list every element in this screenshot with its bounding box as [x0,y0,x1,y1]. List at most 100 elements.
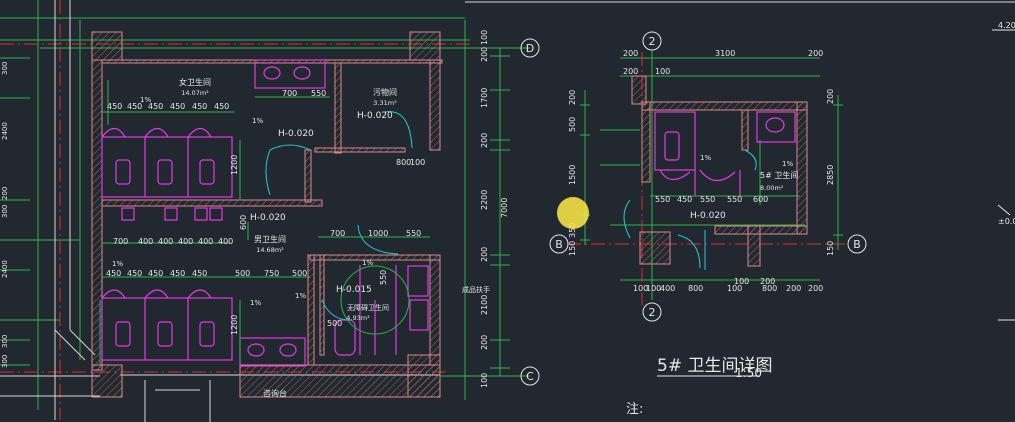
slope-5: 1% [250,299,261,307]
elevation-4: H-0.015 [336,285,372,295]
dimension-text: 2100 [480,295,489,315]
drawing-title-block: 5# 卫生间详图 1:50 注: [626,356,772,417]
dimension-text: 200 [808,284,823,293]
dimension-text: 200 [568,90,577,105]
cursor-highlight [557,197,589,229]
counter-label: 咨询台 [263,388,287,398]
dimension-text: 550 [700,195,715,204]
elevation-1: H-0.020 [278,129,314,139]
dimension-text: 200 [480,335,489,350]
dimension-text: 300 [1,355,9,368]
dimension-text: 400 [178,237,193,246]
dimension-text: 100 [646,284,661,293]
axis-label-d: D [526,42,534,55]
dimension-text: 450 [127,102,142,111]
dimension-text: 450 [148,102,163,111]
dimension-text: 750 [264,269,279,278]
dimension-text: 450 [106,269,121,278]
dimension-text: 1000 [368,229,388,238]
dimension-text: 200 [808,49,823,58]
accessible-room-name: 无障碍卫生间 [347,303,389,312]
dimension-text: 400 [138,237,153,246]
dimension-text: 150 [826,241,835,256]
slope-1: 1% [140,96,151,104]
dimension-text: 200 [826,89,835,104]
dimension-text: 600 [753,195,768,204]
dimension-text: 700 [330,229,345,238]
dimension-text: 200 [760,277,775,286]
dimension-text: 200 [480,47,489,62]
dimension-text: 800 [688,284,703,293]
axis-label-b-left: B [555,238,563,251]
janitor-room-name: 污物间 [373,87,397,97]
dimension-text: 100 [480,373,489,388]
mens-room-area: 14.68m² [256,246,284,254]
dimension-text: 100 [480,30,489,45]
right-slope-1: 1% [700,154,711,162]
dimension-text: 100 [410,158,425,167]
dimension-text: 500 [327,319,342,328]
dimension-text: 200 [786,284,801,293]
axis-label-2-top: 2 [649,35,656,48]
dimension-text: 2400 [1,122,9,140]
right-room-name: 5# 卫生间 [760,170,798,180]
dimension-text: 800 [762,284,777,293]
handrail-label: 成品扶手 [462,285,490,294]
dimension-text: 150 [568,241,577,256]
dimension-text: 100 [655,67,670,76]
dimension-text: 1200 [230,315,239,335]
dimension-text: 400 [218,237,233,246]
dimension-text: 100 [633,284,648,293]
womens-room-name: 女卫生间 [179,77,211,87]
elevation-3: H-0.020 [250,213,286,223]
right-room-area: 8.00m² [760,184,784,192]
dimension-text: 450 [170,269,185,278]
janitor-room-area: 3.31m² [373,99,397,107]
dimension-text: 3100 [715,49,735,58]
dimension-text: 2400 [1,260,9,278]
dimension-text: 400 [198,237,213,246]
dimension-text: 450 [148,269,163,278]
elevation-2: H-0.020 [357,111,393,121]
mens-room-name: 男卫生间 [254,234,286,244]
axis-label-c: C [526,370,534,383]
dimension-text: 500 [235,269,250,278]
dimension-text: 300 [1,335,9,348]
dimension-text: 800 [396,158,411,167]
dimension-text: 450 [170,102,185,111]
dimension-text: 600 [239,215,248,230]
slope-4: 1% [295,292,306,300]
slope-3: 1% [112,260,123,268]
accessible-room-area: 4.93m² [346,314,370,322]
dimension-text: 500 [568,117,577,132]
dimension-text: 2200 [480,190,489,210]
dimension-text: 450 [127,269,142,278]
edge-fragments: 4.200 ±0.0 [992,21,1015,321]
axis-label-b-right: B [853,238,861,251]
dimension-text: 200 [480,133,489,148]
dimension-text: 100 [727,284,742,293]
dimension-text: 200 [623,67,638,76]
dimension-text: 700 [113,237,128,246]
dimension-text: 200 [1,187,9,200]
slope-6: 1% [362,259,373,267]
slope-2: 1% [252,117,263,125]
dimension-text: 550 [379,270,388,285]
dimension-text: 550 [727,195,742,204]
dimension-text: 400 [158,237,173,246]
right-slope-2: 1% [782,160,793,168]
dimension-text: 550 [406,229,421,238]
dimension-text: 300 [1,62,9,75]
dimension-text: 450 [677,195,692,204]
dimension-text: 550 [655,195,670,204]
dimension-text: 450 [192,269,207,278]
edge-label-top: 4.200 [998,21,1015,30]
dimension-text: 350 [568,223,577,238]
dimension-text: 200 [480,247,489,262]
drawing-title: 5# 卫生间详图 [657,356,772,376]
axis-label-2-bottom: 2 [649,306,656,319]
dimension-text: 1200 [230,155,239,175]
drawing-scale: 1:50 [735,366,762,380]
